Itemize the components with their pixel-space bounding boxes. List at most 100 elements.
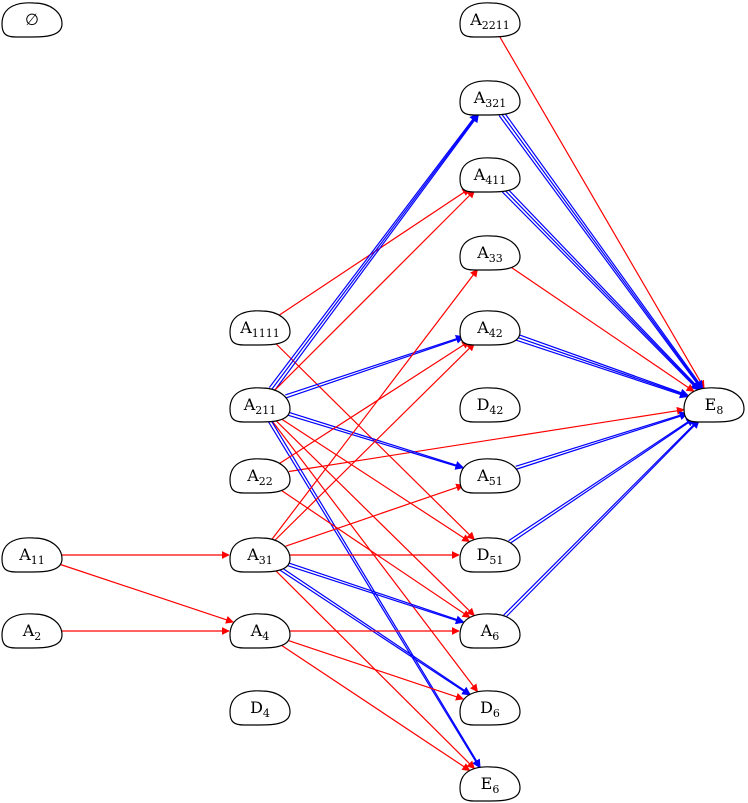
edge-A6-to-E8-1	[503, 419, 699, 616]
node-D51: D51	[459, 537, 521, 573]
node-subscript: 11	[31, 554, 45, 567]
edge-A31-to-A6-2	[285, 564, 464, 625]
node-shape	[459, 458, 521, 494]
node-letter: A	[473, 88, 486, 107]
node-subscript: 6	[492, 630, 499, 643]
node-A2211: A2211	[459, 2, 521, 38]
node-letter: A	[469, 10, 482, 29]
edge-A411-to-E8-3	[501, 191, 699, 391]
edge-A42-to-E8-1	[516, 333, 689, 397]
edge-A22-to-A6	[278, 488, 471, 618]
node-shape	[229, 537, 291, 573]
node-label: A321	[473, 88, 507, 110]
edge-A2211-to-E8	[498, 35, 705, 389]
node-letter: E	[705, 395, 717, 414]
edge-A411-to-E8-2	[504, 189, 700, 390]
node-A11: A11	[1, 537, 63, 573]
node-letter: D	[477, 545, 490, 564]
node-label: D4	[250, 698, 270, 720]
node-letter: D	[477, 395, 490, 414]
node-label: A411	[473, 165, 507, 187]
node-subscript: 411	[485, 174, 506, 187]
node-shape	[229, 613, 291, 649]
node-subscript: 2	[34, 630, 41, 643]
edge-A4-to-E6	[279, 643, 471, 772]
edge-A211-to-A321-1	[268, 113, 478, 388]
node-letter: D	[250, 698, 263, 717]
node-shape	[229, 387, 291, 423]
node-subscript: 321	[485, 97, 506, 110]
node-shape	[459, 235, 521, 271]
node-label: A211	[243, 395, 277, 417]
edge-A411-to-E8-1	[506, 187, 701, 390]
node-subscript: 4	[263, 707, 270, 720]
node-label: A51	[476, 466, 503, 488]
edge-A42-to-E8-3	[514, 339, 688, 399]
node-D42: D42	[459, 387, 521, 423]
node-subscript: 42	[489, 327, 503, 340]
edge-A22-to-A42	[279, 340, 471, 464]
edge-A211-to-E6-2	[267, 421, 480, 768]
edge-layer	[57, 35, 705, 772]
node-letter: A	[476, 466, 489, 485]
edge-A31-to-A51	[285, 483, 465, 547]
edge-A211-to-A51-2	[285, 413, 464, 470]
node-label: A2211	[469, 10, 510, 32]
node-A321: A321	[459, 80, 521, 116]
edge-A31-to-A33	[271, 268, 478, 540]
edge-A31-to-D6-2	[278, 568, 471, 696]
edge-A4-to-D6	[285, 639, 464, 701]
node-A42: A42	[459, 310, 521, 346]
node-label: ∅	[25, 10, 39, 29]
node-label: A4	[250, 621, 270, 643]
node-A6: A6	[459, 613, 521, 649]
edge-A51-to-E8-2	[516, 412, 688, 470]
node-shape	[459, 157, 521, 193]
edge-A211-to-A6	[274, 419, 475, 617]
edge-A211-to-A42-1	[285, 334, 464, 396]
node-shape	[229, 690, 291, 726]
node-label: A22	[246, 466, 273, 488]
node-shape	[683, 387, 745, 423]
node-subscript: 33	[489, 252, 503, 265]
edge-A31-to-A42	[274, 342, 475, 541]
edge-A6-to-E8-2	[505, 420, 700, 618]
node-A31: A31	[229, 537, 291, 573]
node-label: A2	[22, 621, 42, 643]
node-subscript: 8	[716, 404, 723, 417]
node-label: A6	[480, 621, 500, 643]
node-label: E6	[481, 774, 500, 796]
node-subscript: 51	[489, 475, 503, 488]
edge-A321-to-E8-2	[500, 113, 703, 390]
node-label: E8	[705, 395, 724, 417]
edge-A211-to-A42-2	[286, 335, 465, 399]
node-label: A1111	[239, 318, 280, 340]
node-subscript: 6	[493, 707, 500, 720]
edge-A211-to-A321-2	[271, 113, 479, 390]
node-subscript: 31	[259, 554, 273, 567]
node-A51: A51	[459, 458, 521, 494]
edge-A51-to-E8-1	[515, 411, 688, 467]
node-subscript: 42	[489, 404, 503, 417]
node-letter: ∅	[25, 10, 39, 29]
node-letter: A	[476, 318, 489, 337]
node-shape	[1, 537, 63, 573]
node-letter: A	[246, 545, 259, 564]
node-subscript: 22	[259, 475, 273, 488]
node-label: D6	[480, 698, 500, 720]
node-A411: A411	[459, 157, 521, 193]
node-label: A33	[476, 243, 503, 265]
node-shape	[459, 613, 521, 649]
node-letter: A	[22, 621, 35, 640]
node-subscript: 4	[262, 630, 269, 643]
node-A1111: A1111	[229, 310, 291, 346]
node-A211: A211	[229, 387, 291, 423]
edge-A211-to-A321-3	[273, 114, 479, 392]
node-shape	[1, 2, 63, 38]
edge-D51-to-E8-1	[508, 417, 695, 542]
edge-A211-to-D51	[279, 417, 471, 543]
edge-A11-to-A4	[57, 563, 234, 624]
edge-D51-to-E8-2	[509, 418, 695, 544]
node-A2: A2	[1, 613, 63, 649]
